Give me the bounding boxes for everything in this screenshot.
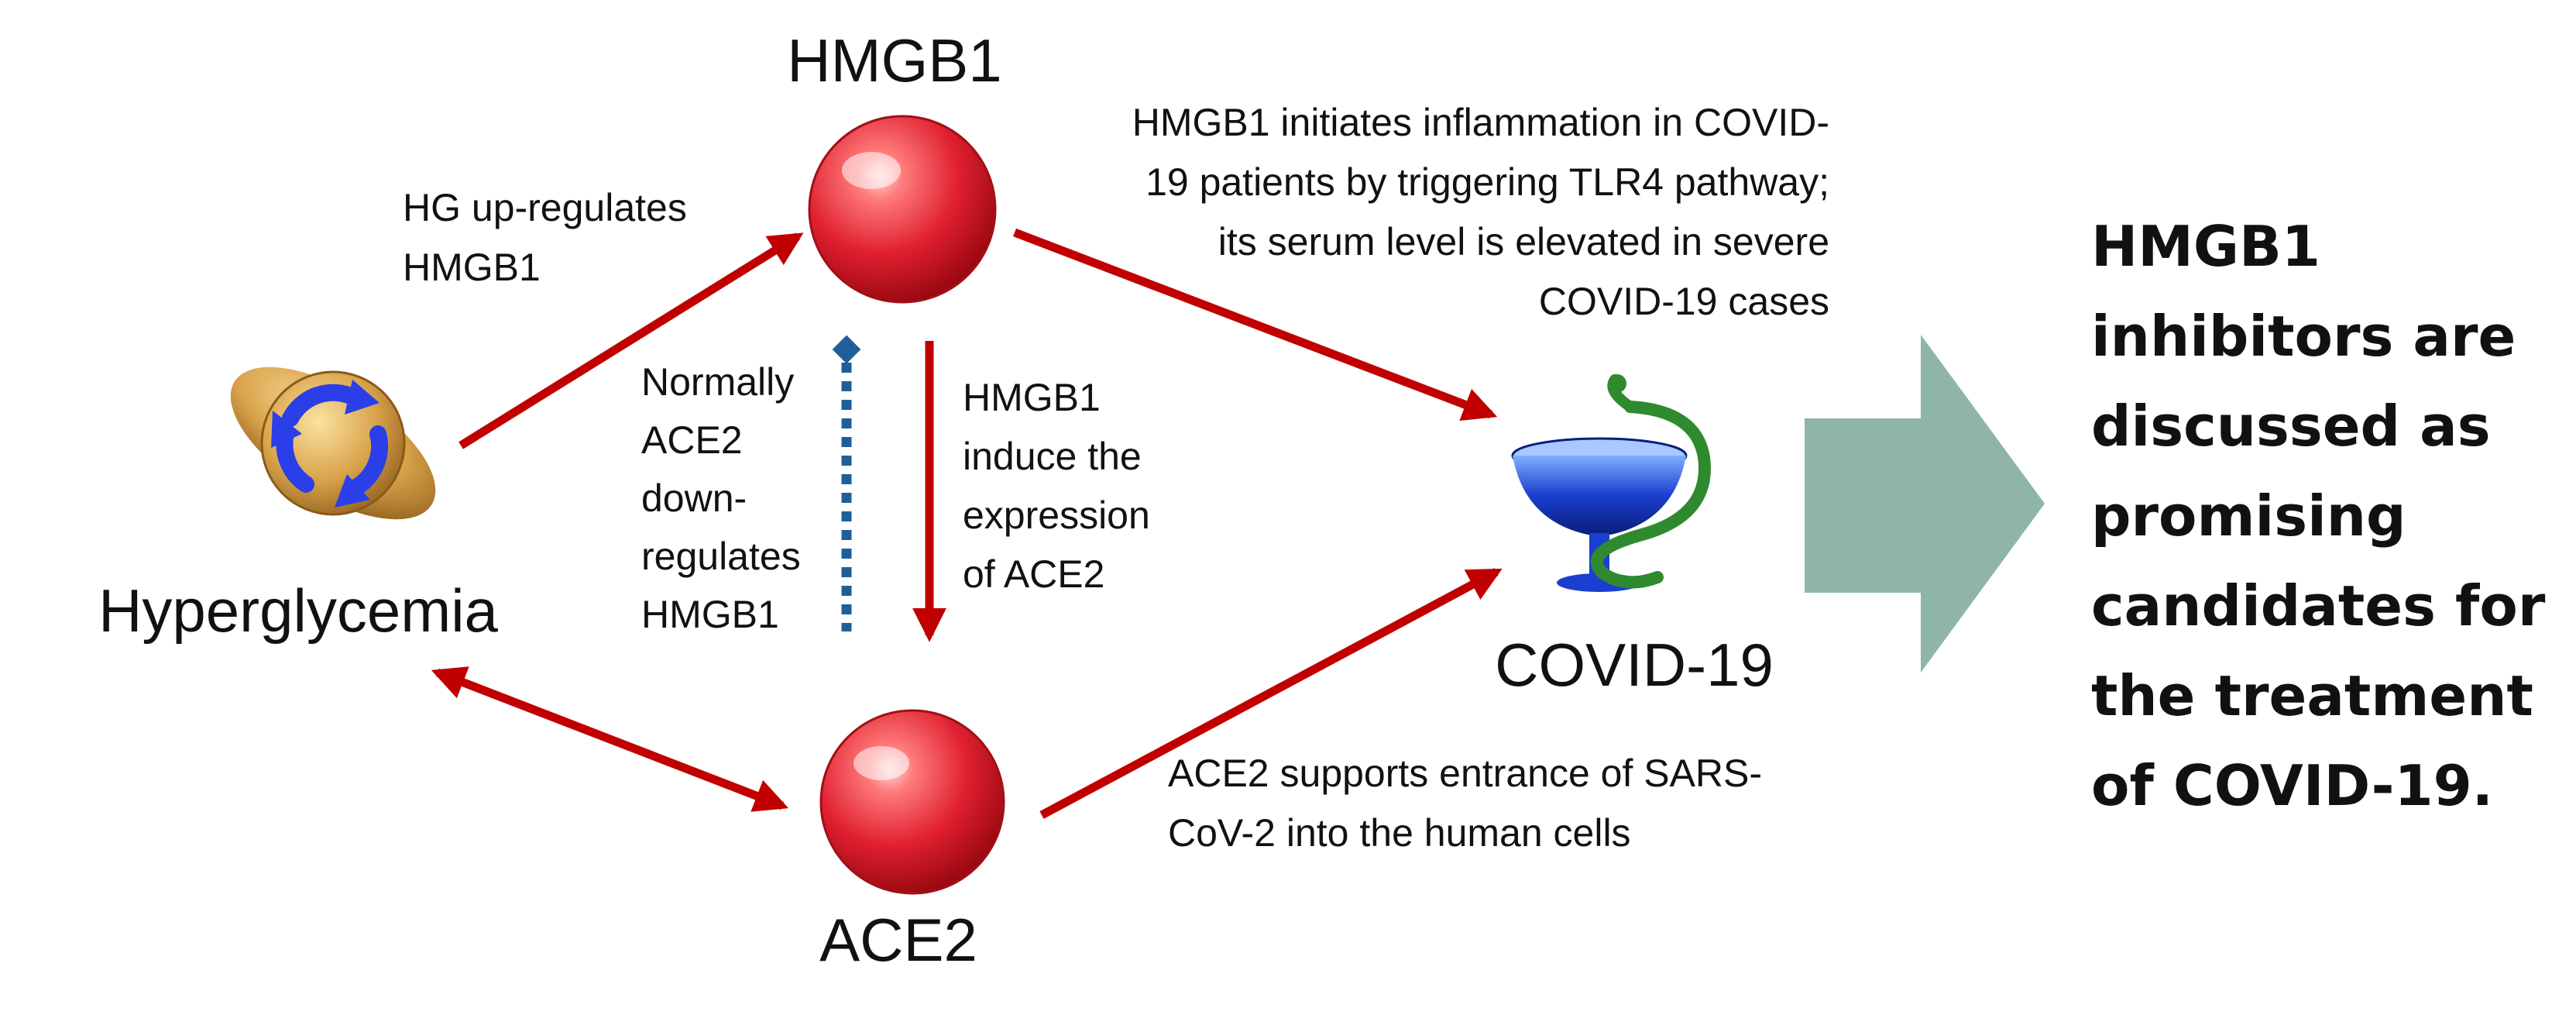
annotation-line: HMGB1: [641, 593, 779, 636]
glucose-cycle-icon: [230, 366, 436, 520]
conclusion-arrow-icon: [1805, 335, 2045, 673]
hg-upregulates-annotation: HG up-regulates HMGB1: [403, 186, 687, 289]
arrow-hmgb1-to-covid: [1013, 228, 1498, 421]
conclusion-line: of COVID-19.: [2091, 753, 2493, 818]
ace2-label: ACE2: [819, 906, 977, 974]
annotation-line: HMGB1: [403, 246, 541, 289]
annotation-line: Normally: [641, 360, 794, 404]
annotation-line: induce the: [963, 435, 1142, 478]
ace2-sphere-icon: [819, 709, 1005, 895]
annotation-line: CoV-2 into the human cells: [1168, 811, 1631, 855]
annotation-line: its serum level is elevated in severe: [1218, 220, 1829, 263]
hmgb1-label: HMGB1: [787, 26, 1001, 95]
conclusion-line: candidates for: [2091, 573, 2546, 638]
annotation-line: HMGB1 initiates inflammation in COVID-: [1132, 101, 1829, 144]
covid-label: COVID-19: [1495, 631, 1774, 699]
annotation-line: 19 patients by triggering TLR4 pathway;: [1145, 160, 1829, 204]
annotation-line: ACE2 supports entrance of SARS-: [1168, 752, 1762, 795]
annotation-line: expression: [963, 494, 1150, 537]
hmgb1-sphere-icon: [808, 115, 997, 304]
conclusion-line: the treatment: [2091, 663, 2533, 728]
annotation-line: COVID-19 cases: [1539, 280, 1829, 323]
annotation-line: of ACE2: [963, 552, 1104, 596]
hmgb1-induce-annotation: HMGB1 induce the expression of ACE2: [963, 376, 1150, 596]
conclusion-line: promising: [2091, 483, 2406, 549]
ace2-downregulates-annotation: Normally ACE2 down- regulates HMGB1: [641, 360, 801, 636]
bowl-of-hygieia-icon: [1511, 374, 1711, 592]
ace2-supports-annotation: ACE2 supports entrance of SARS- CoV-2 in…: [1168, 752, 1762, 855]
annotation-line: HMGB1: [963, 376, 1101, 419]
annotation-line: HG up-regulates: [403, 186, 687, 229]
conclusion-text: HMGB1 inhibitors are discussed as promis…: [2091, 214, 2546, 818]
inhibition-diamond-icon: [832, 335, 861, 364]
conclusion-line: discussed as: [2091, 394, 2491, 459]
arrow-hyperglycemia-ace2-bidirectional: [431, 666, 789, 812]
arrow-hyperglycemia-to-hmgb1: [459, 232, 804, 449]
conclusion-line: HMGB1: [2091, 214, 2320, 279]
hyperglycemia-label: Hyperglycemia: [98, 576, 498, 645]
conclusion-line: inhibitors are: [2091, 304, 2516, 369]
annotation-line: down-: [641, 477, 747, 520]
annotation-line: ACE2: [641, 418, 743, 462]
hmgb1-inflammation-annotation: HMGB1 initiates inflammation in COVID- 1…: [1132, 101, 1829, 323]
arrow-ace2-to-covid: [1039, 568, 1503, 819]
annotation-line: regulates: [641, 535, 801, 578]
